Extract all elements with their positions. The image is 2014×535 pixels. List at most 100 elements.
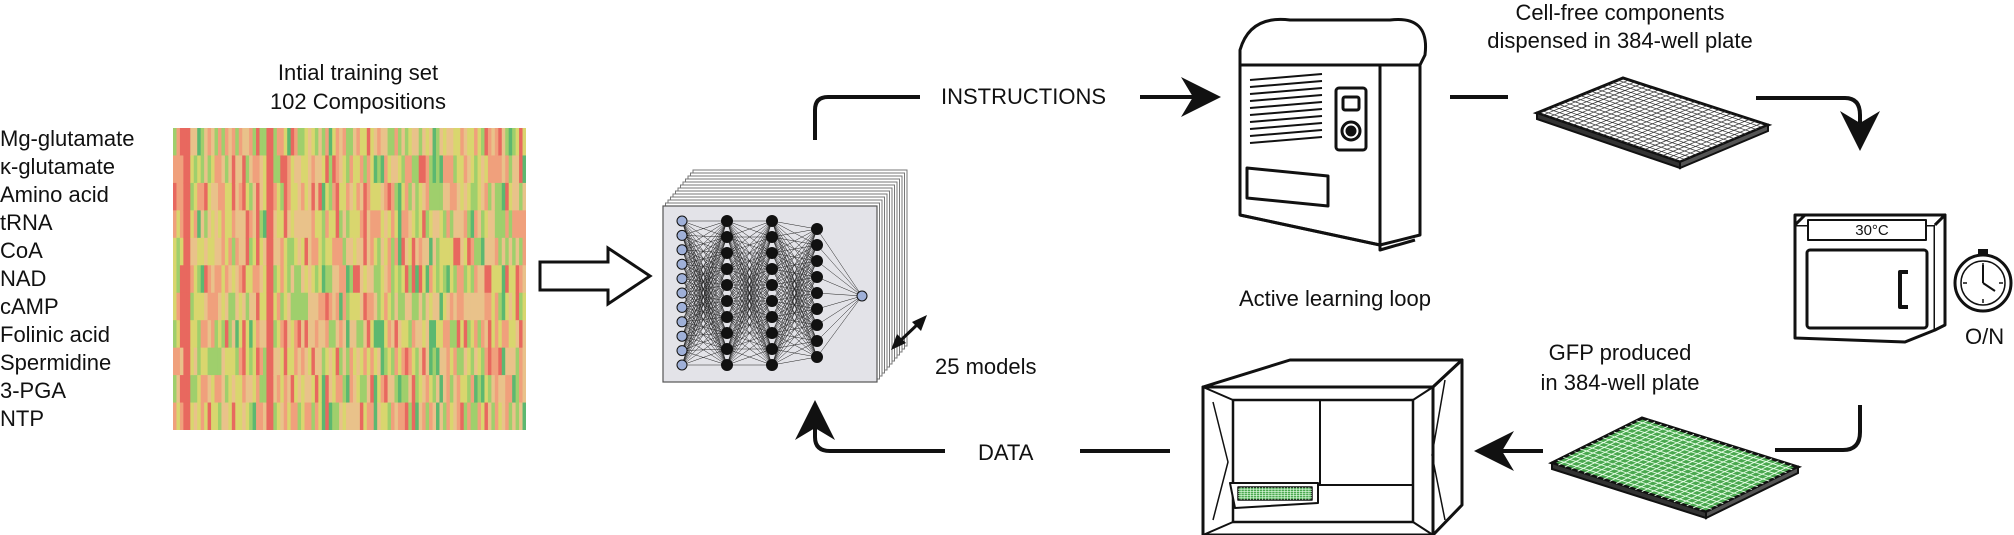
plate-well-line <box>1602 437 1758 488</box>
heatmap-cell <box>217 375 223 404</box>
heatmap-cell <box>494 237 499 266</box>
heatmap-cell <box>484 155 489 184</box>
heatmap-cell <box>204 292 209 321</box>
heatmap-title-line2: 102 Compositions <box>269 89 447 114</box>
heatmap-cell <box>280 347 285 376</box>
nn-edge <box>771 308 818 366</box>
heatmap-cell <box>515 375 520 404</box>
heatmap-cell <box>515 155 520 184</box>
heatmap-cell <box>512 292 517 321</box>
heatmap-cell <box>204 128 209 157</box>
heatmap-cell <box>190 320 195 349</box>
heatmap-cell <box>460 210 465 239</box>
heatmap-cell <box>318 375 323 404</box>
heatmap-cell <box>280 265 285 294</box>
heatmap-cell <box>262 155 268 184</box>
heatmap-cell <box>259 128 264 157</box>
heatmap-cell <box>373 155 378 184</box>
heatmap-cell <box>186 210 191 239</box>
heatmap-cell <box>394 210 399 239</box>
heatmap-cell <box>287 182 292 211</box>
heatmap-cell <box>522 210 526 239</box>
heatmap-cell <box>446 320 451 349</box>
heatmap-cell <box>301 210 306 239</box>
heatmap-cell <box>467 375 472 404</box>
heatmap-cell <box>318 182 323 211</box>
heatmap-cell <box>370 237 375 266</box>
heatmap-cell <box>304 375 309 404</box>
heatmap-cell <box>224 265 229 294</box>
nn-edge <box>681 220 728 251</box>
nn-node <box>766 295 778 307</box>
heatmap-cell <box>453 128 458 157</box>
heatmap-cell <box>335 210 340 239</box>
heatmap-cell <box>481 402 486 430</box>
nn-edge <box>681 220 728 366</box>
heatmap-cell <box>211 128 216 157</box>
nn-node <box>721 247 733 259</box>
heatmap-cell <box>408 292 413 321</box>
heatmap-cell <box>505 292 510 321</box>
heatmap-cell <box>339 402 344 430</box>
heatmap-cell <box>463 237 468 266</box>
nn-edge <box>681 252 728 366</box>
heatmap-cell <box>366 237 371 266</box>
heatmap-cell <box>394 237 399 266</box>
heatmap-cell <box>477 402 482 430</box>
heatmap-cell <box>179 402 184 430</box>
nn-node <box>766 215 778 227</box>
plate-well-line <box>1613 431 1770 482</box>
nn-edge <box>681 268 728 308</box>
heatmap-cell <box>221 375 226 404</box>
heatmap-cell <box>377 265 382 294</box>
heatmap-cell <box>370 265 375 294</box>
heatmap-cell <box>404 375 409 404</box>
heatmap-cell <box>401 375 406 404</box>
heatmap-cell <box>221 265 226 294</box>
heatmap-cell <box>429 210 434 239</box>
plate-reader-icon <box>1201 358 1464 535</box>
heatmap-cell <box>176 237 181 266</box>
heatmap-cell <box>494 265 499 294</box>
nn-edge <box>726 220 773 286</box>
heatmap-cell <box>470 237 475 266</box>
heatmap-cell <box>252 347 257 376</box>
nn-edge <box>681 348 728 366</box>
heatmap-cell <box>404 237 409 266</box>
nn-edge <box>681 249 728 318</box>
nn-edge <box>681 292 728 318</box>
nn-edge <box>681 236 728 337</box>
nn-edge <box>771 324 818 366</box>
heatmap-cell <box>487 265 492 294</box>
heatmap-cell <box>269 347 274 376</box>
models-label: 25 models <box>935 354 1037 379</box>
heatmap-cell <box>397 265 403 294</box>
heatmap-cell <box>349 155 354 184</box>
heatmap-cell <box>190 128 195 157</box>
plate-well-line <box>1547 108 1692 158</box>
heatmap-cell <box>384 402 389 430</box>
heatmap-cell <box>387 128 392 157</box>
heatmap-cell <box>491 292 496 321</box>
heatmap-cell <box>408 375 413 404</box>
heatmap-cell <box>179 128 184 157</box>
nn-edge <box>816 295 863 342</box>
heatmap-cell <box>231 237 236 266</box>
data-to-network-arrow <box>795 400 945 453</box>
heatmap-cell <box>214 237 219 266</box>
heatmap-cell <box>453 292 458 321</box>
instructions-label: INSTRUCTIONS <box>941 84 1106 109</box>
heatmap-cell <box>394 182 399 211</box>
heatmap-cell <box>463 375 468 404</box>
heatmap-cell <box>380 292 385 321</box>
heatmap-cell <box>460 402 465 430</box>
plate-well-line <box>1542 110 1686 161</box>
composition-heatmap <box>173 128 526 430</box>
heatmap-cell <box>304 265 309 294</box>
nn-edge <box>681 220 728 337</box>
heatmap-to-network-arrow <box>538 245 653 307</box>
heatmap-cell <box>228 402 233 430</box>
nn-edge <box>771 228 818 350</box>
heatmap-cell <box>446 292 451 321</box>
heatmap-cell <box>484 210 489 239</box>
